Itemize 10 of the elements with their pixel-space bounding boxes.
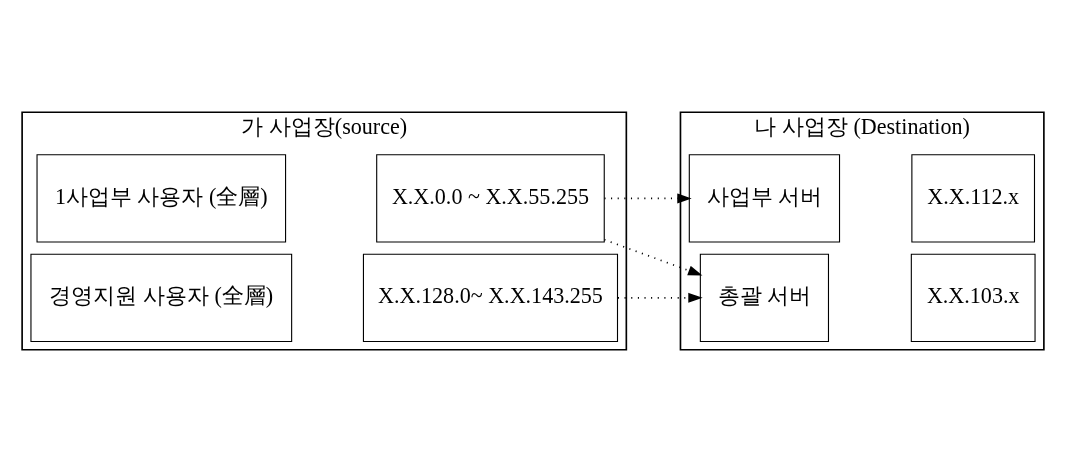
node-box: X.X.0.0 ~ X.X.55.255 — [376, 154, 605, 243]
node-box: 경영지원 사용자 (全層) — [30, 253, 293, 342]
node-box: X.X.112.x — [911, 154, 1036, 243]
node-box: 사업부 서버 — [688, 154, 841, 243]
node-box: X.X.128.0~ X.X.143.255 — [362, 253, 619, 342]
arrow — [617, 292, 703, 303]
node-box: 1사업부 사용자 (全層) — [36, 154, 287, 243]
node-box: X.X.103.x — [910, 253, 1036, 342]
node-box: 총괄 서버 — [699, 253, 830, 342]
arrow — [603, 193, 692, 204]
